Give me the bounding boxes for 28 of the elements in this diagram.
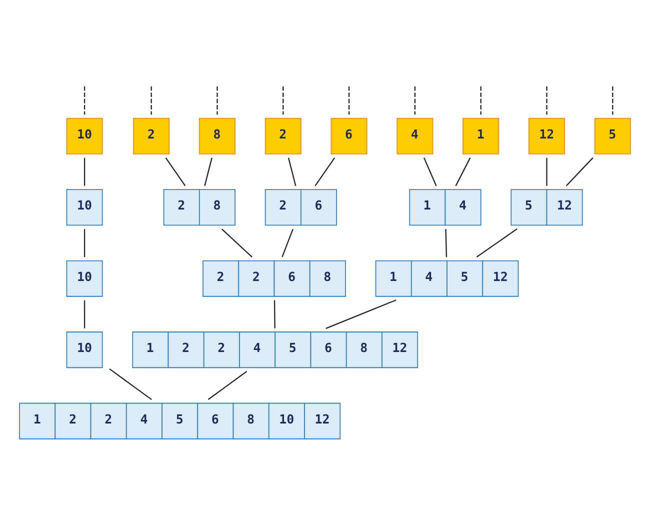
- connector: [109, 368, 152, 400]
- connector: [84, 228, 86, 257]
- connector: [84, 86, 86, 114]
- connector: [282, 86, 284, 114]
- connector: [455, 157, 471, 186]
- connector: [326, 298, 396, 328]
- connector: [165, 156, 186, 186]
- connector: [476, 228, 518, 257]
- connector: [348, 86, 350, 114]
- connector: [424, 157, 437, 186]
- connector: [445, 228, 448, 257]
- connector: [414, 86, 416, 114]
- connector: [274, 300, 276, 328]
- connector: [150, 86, 152, 114]
- connector: [314, 156, 336, 186]
- connector: [84, 157, 86, 186]
- connector: [566, 156, 594, 186]
- connector: [204, 157, 212, 186]
- connector: [480, 86, 482, 114]
- connector: [216, 86, 218, 114]
- connector: [84, 300, 86, 328]
- connector: [282, 228, 294, 257]
- connector: [208, 370, 248, 400]
- connector: [612, 86, 614, 114]
- connector: [221, 228, 252, 258]
- connector: [546, 86, 548, 114]
- connector: [288, 157, 296, 186]
- connector: [546, 157, 548, 186]
